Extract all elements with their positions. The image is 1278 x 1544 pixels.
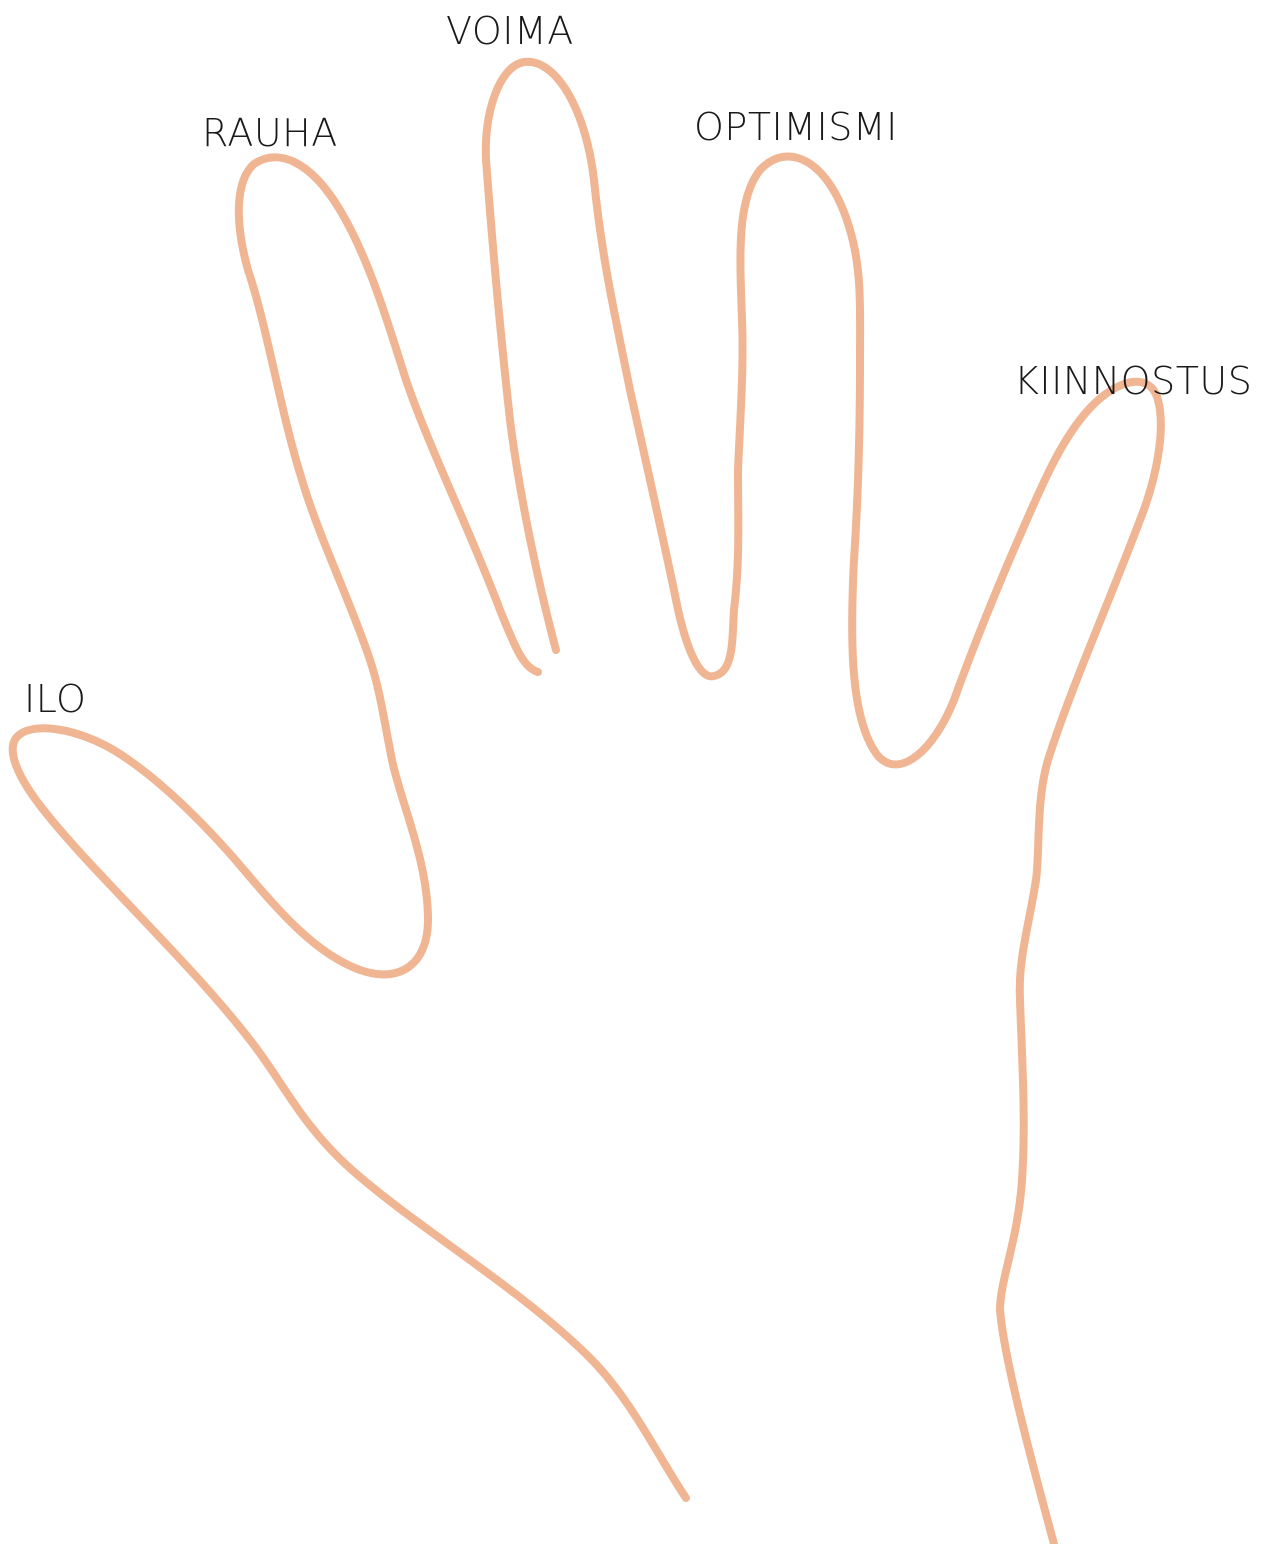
label-middle: VOIMA (446, 12, 574, 50)
finger-middle (486, 62, 738, 677)
label-thumb: ILO (24, 680, 86, 718)
finger-ring (738, 157, 1090, 765)
label-ring: OPTIMISMI (694, 108, 898, 146)
label-pinky: KIINNOSTUS (1014, 362, 1252, 400)
finger-pinky (1000, 382, 1161, 1544)
hand-outline (13, 62, 1161, 1544)
palm-left-edge (42, 808, 686, 1498)
label-index: RAUHA (202, 114, 338, 152)
